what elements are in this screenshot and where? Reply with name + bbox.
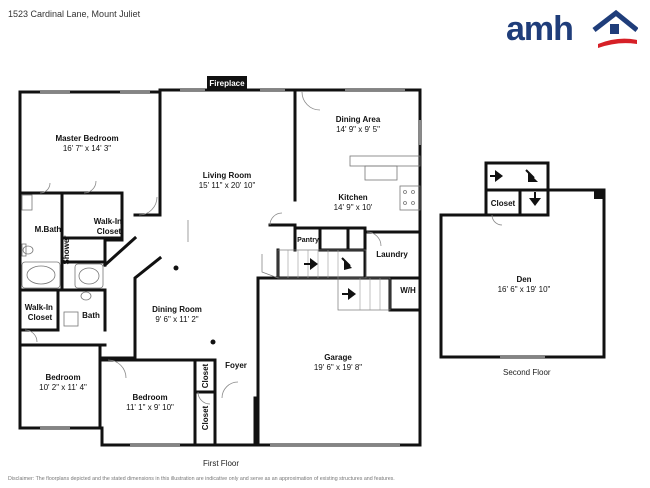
stair-arrow-right-icon <box>310 258 318 270</box>
dining-area-name: Dining Area <box>336 115 381 124</box>
den-dims: 16' 6" x 19' 10" <box>498 285 551 294</box>
bedroom-1-name: Bedroom <box>45 373 80 382</box>
dining-dot-1 <box>173 265 179 271</box>
living-room-name: Living Room <box>203 171 251 180</box>
first-floor-label: First Floor <box>203 459 239 468</box>
stairs <box>261 249 391 311</box>
stair-arrow-right-icon-3 <box>495 170 503 182</box>
garage-name: Garage <box>324 353 352 362</box>
bath-fixtures <box>21 194 104 327</box>
bedroom-1-dims: 10' 2" x 11' 4" <box>39 383 87 392</box>
windows <box>40 89 421 446</box>
den-name: Den <box>516 275 531 284</box>
kitchen-counters <box>349 155 421 211</box>
fireplace-label: Fireplace <box>209 79 245 88</box>
logo-text: amh <box>506 10 574 48</box>
walk-in-closet-2-label: Walk-In Closet <box>25 303 55 322</box>
den-closet-label: Closet <box>491 199 516 208</box>
closet-2-label: Closet <box>201 405 210 430</box>
dining-area-dims: 14' 9" x 9' 5" <box>336 125 380 134</box>
wh-label: W/H <box>400 286 416 295</box>
disclaimer-text: Disclaimer: The floorplans depicted and … <box>8 476 395 482</box>
kitchen-name: Kitchen <box>338 193 367 202</box>
pantry-label: Pantry <box>297 237 319 244</box>
bedroom-2-name: Bedroom <box>132 393 167 402</box>
dining-room-name: Dining Room <box>152 305 202 314</box>
fireplace-box <box>207 76 247 90</box>
bath-label: Bath <box>82 311 100 320</box>
living-room-dims: 15' 11" x 20' 10" <box>199 181 256 190</box>
first-floor-walls <box>18 88 422 447</box>
garage-dims: 19' 6" x 19' 8" <box>314 363 362 372</box>
property-address: 1523 Cardinal Lane, Mount Juliet <box>8 9 141 19</box>
amh-logo: amh <box>506 8 638 52</box>
m-bath-label: M.Bath <box>35 225 62 234</box>
closet-1-label: Closet <box>201 363 210 388</box>
bedroom-2-dims: 11' 1" x 9' 10" <box>126 403 174 412</box>
door-swings <box>24 91 382 405</box>
walk-in-closet-2-line-2: Closet <box>28 313 53 322</box>
laundry-label: Laundry <box>376 250 408 259</box>
house-roof-icon <box>592 9 638 48</box>
foyer-label: Foyer <box>225 361 247 370</box>
second-floor-stairs <box>490 169 541 206</box>
walk-in-closet-1-line-2: Closet <box>97 227 122 236</box>
second-floor-label: Second Floor <box>503 368 551 377</box>
walk-in-closet-2-line-1: Walk-In <box>25 303 53 312</box>
stair-arrow-right-icon-2 <box>348 288 356 300</box>
den-corner-block <box>594 190 604 199</box>
den-closet-door <box>491 214 503 226</box>
master-bedroom-name: Master Bedroom <box>55 134 118 143</box>
walk-in-closet-1-label: Walk-In Closet <box>94 217 124 236</box>
stair-arrow-down-icon-2 <box>529 198 541 206</box>
dining-room-dims: 9' 6" x 11' 2" <box>155 315 198 324</box>
dining-dot-2 <box>210 339 216 345</box>
shower-label: Shower <box>62 236 71 265</box>
second-floor-walls <box>439 161 606 359</box>
master-bedroom-dims: 16' 7" x 14' 3" <box>63 144 111 153</box>
walk-in-closet-1-line-1: Walk-In <box>94 217 122 226</box>
kitchen-dims: 14' 9" x 10' <box>334 203 373 212</box>
